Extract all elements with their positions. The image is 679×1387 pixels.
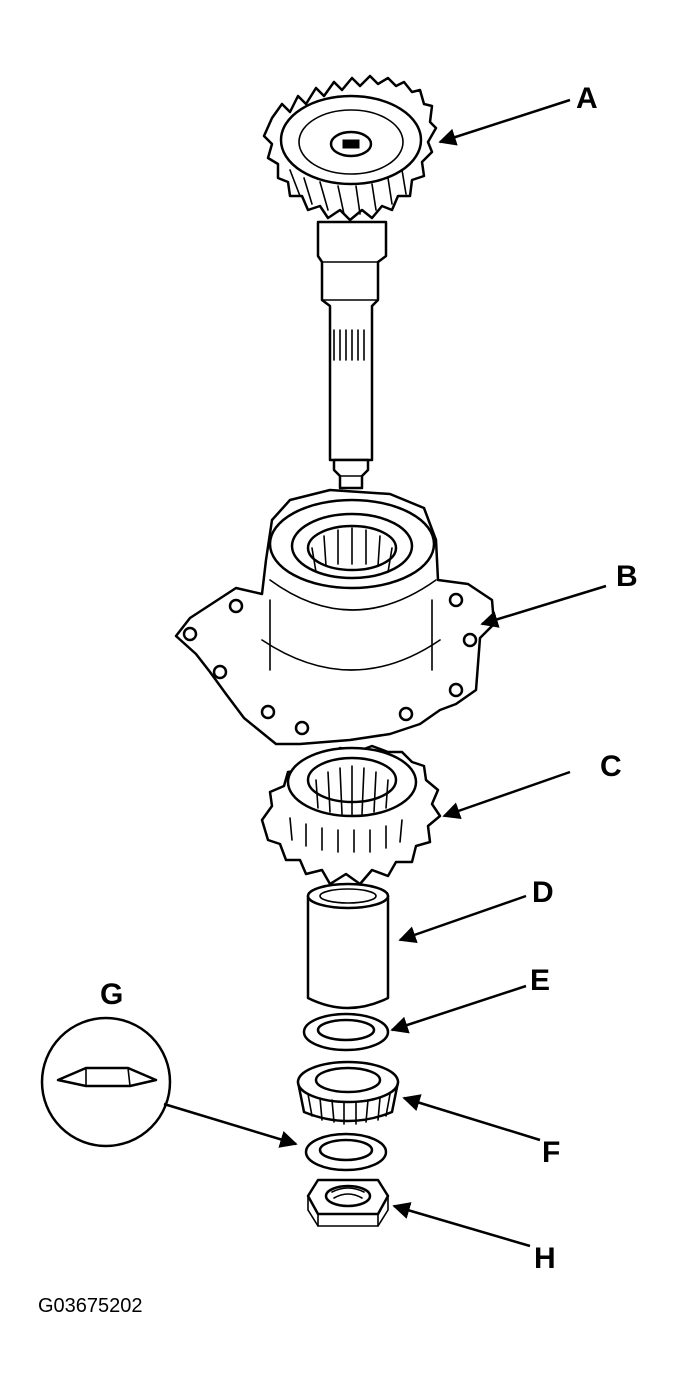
bolt-hole xyxy=(228,598,244,614)
part-b-bearing-housing xyxy=(174,488,496,746)
leader-lines xyxy=(163,98,607,1248)
callout-c: C xyxy=(600,750,622,783)
bolt-hole xyxy=(448,592,464,608)
bolt-hole xyxy=(448,682,464,698)
part-c-bevel-gear xyxy=(260,744,442,886)
bolt-hole xyxy=(182,626,198,642)
figure-id: G03675202 xyxy=(38,1295,143,1317)
leader-c xyxy=(442,770,571,820)
callout-labels: A B C D E F G H xyxy=(100,82,638,1275)
bolt-hole xyxy=(398,706,414,722)
bolt-hole xyxy=(212,664,228,680)
callout-d: D xyxy=(532,876,554,909)
bolt-hole xyxy=(462,632,478,648)
leader-b xyxy=(480,584,607,628)
callout-g: G xyxy=(100,978,123,1011)
part-g-detail-view xyxy=(40,1016,172,1148)
shaft xyxy=(316,220,388,490)
part-d-spacer-sleeve xyxy=(306,882,390,1010)
part-e-washer xyxy=(302,1012,390,1052)
leader-f xyxy=(402,1094,541,1142)
callout-h: H xyxy=(534,1242,556,1275)
callout-b: B xyxy=(616,560,638,593)
leader-h xyxy=(392,1202,531,1248)
callout-e: E xyxy=(530,964,550,997)
bolt-hole xyxy=(260,704,276,720)
helical-gear xyxy=(262,74,438,222)
bolt-hole xyxy=(294,720,310,736)
part-a-gear-shaft xyxy=(262,74,438,490)
leader-d xyxy=(398,894,527,944)
coned-washer xyxy=(304,1132,388,1172)
callout-f: F xyxy=(542,1136,560,1169)
part-f-roller-bearing xyxy=(296,1060,400,1125)
callout-a: A xyxy=(576,82,598,115)
leader-a xyxy=(438,98,571,146)
leader-g xyxy=(163,1102,298,1148)
leader-e xyxy=(390,984,527,1034)
part-h-locknut xyxy=(306,1178,390,1227)
